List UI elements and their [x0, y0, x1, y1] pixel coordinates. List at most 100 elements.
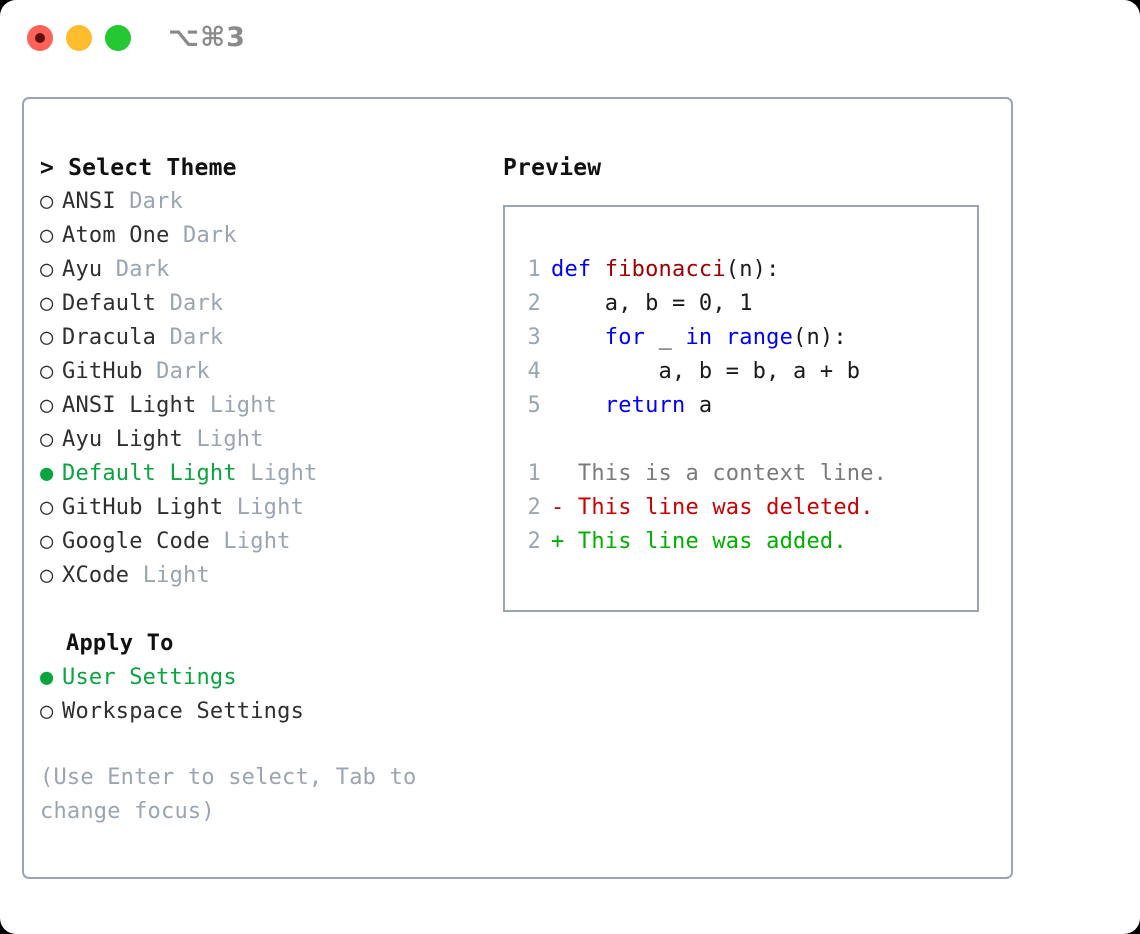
code-token: (n): [793, 325, 847, 350]
theme-name-label: Ayu [62, 257, 103, 282]
code-line: 1 def fibonacci(n): [519, 253, 860, 287]
code-token [551, 325, 605, 350]
theme-variant-tag: Light [250, 461, 318, 486]
code-token: return [604, 393, 686, 418]
code-line-number: 5 [527, 393, 541, 418]
theme-name-label: Dracula [62, 325, 157, 350]
traffic-lights [27, 25, 131, 51]
theme-list-item[interactable]: ○ Ayu Light Light [40, 423, 500, 457]
theme-list[interactable]: ○ANSI Dark○Atom One Dark○Ayu Dark○Defaul… [40, 185, 500, 593]
theme-variant-tag: Light [209, 393, 278, 418]
code-token: for [604, 325, 646, 350]
radio-unselected-icon: ○ [40, 189, 54, 214]
apply-to-option[interactable]: ● User Settings [40, 661, 500, 695]
code-token: in [685, 325, 713, 350]
diff-sample: 1 This is a context line.2- This line wa… [519, 457, 887, 559]
theme-list-item[interactable]: ○GitHub Light Light [40, 491, 500, 525]
label-separator [143, 355, 156, 389]
code-line-number: 3 [527, 325, 541, 350]
theme-name-label: GitHub Light [62, 495, 224, 520]
theme-variant-tag: Light [196, 427, 264, 452]
code-token: (n): [725, 257, 780, 282]
radio-unselected-icon: ○ [40, 427, 54, 452]
code-token: def [551, 257, 605, 282]
code-token [712, 325, 725, 350]
radio-unselected-icon: ○ [40, 699, 54, 724]
label-separator [129, 559, 142, 593]
theme-variant-tag: Light [236, 495, 305, 520]
theme-variant-tag: Light [223, 529, 291, 554]
radio-selected-icon: ● [40, 461, 54, 486]
theme-name-label: GitHub [62, 359, 143, 384]
theme-list-item[interactable]: ○ GitHub Dark [40, 355, 500, 389]
code-token: a, b = 0, 1 [551, 291, 753, 316]
theme-name-label: ANSI [62, 189, 116, 214]
diff-marker: - [551, 495, 578, 520]
diff-text: This line was added. [577, 529, 847, 554]
label-separator [237, 457, 250, 491]
apply-to-option-label: Workspace Settings [62, 699, 305, 724]
code-token: _ [645, 325, 686, 350]
radio-unselected-icon: ○ [40, 359, 54, 384]
theme-name-label: XCode [62, 563, 130, 588]
diff-line-number: 1 [527, 461, 541, 486]
code-line: 2 a, b = 0, 1 [519, 287, 860, 321]
code-line: 3 for _ in range(n): [519, 321, 860, 355]
radio-unselected-icon: ○ [40, 257, 54, 282]
code-line: 5 return a [519, 389, 860, 423]
minimize-button-icon[interactable] [66, 25, 92, 51]
theme-name-label: ANSI Light [62, 393, 197, 418]
code-token: fibonacci [604, 257, 726, 282]
label-separator [156, 287, 169, 321]
radio-selected-icon: ● [40, 665, 54, 690]
theme-list-item[interactable]: ○Atom One Dark [40, 219, 500, 253]
radio-unselected-icon: ○ [40, 393, 54, 418]
theme-variant-tag: Dark [115, 257, 170, 282]
theme-name-label: Ayu Light [62, 427, 184, 452]
main-panel: > Select Theme ○ANSI Dark○Atom One Dark○… [22, 97, 1013, 879]
apply-to-heading: Apply To [66, 631, 174, 656]
theme-variant-tag: Dark [156, 359, 210, 384]
apply-to-list[interactable]: ● User Settings ○ Workspace Settings [40, 661, 500, 729]
theme-list-item[interactable]: ○ Ayu Dark [40, 253, 500, 287]
diff-text: This is a context line. [577, 461, 888, 486]
apply-to-option-label: User Settings [62, 665, 237, 690]
theme-list-item[interactable]: ○ ANSI Light Light [40, 389, 500, 423]
code-token: a [685, 393, 713, 418]
theme-list-item[interactable]: ○ANSI Dark [40, 185, 500, 219]
code-line-number: 1 [527, 257, 541, 282]
theme-variant-tag: Light [142, 563, 210, 588]
theme-name-label: Default [62, 291, 157, 316]
label-separator [170, 219, 183, 253]
theme-name-label: Default Light [62, 461, 237, 486]
code-line-number: 4 [527, 359, 541, 384]
code-line-number: 2 [527, 291, 541, 316]
close-button-icon[interactable] [27, 25, 53, 51]
page-title: > Select Theme [40, 155, 237, 181]
theme-list-item[interactable]: ○ Default Dark [40, 287, 500, 321]
title-bar: ⌥⌘3 [0, 0, 1140, 76]
label-separator [102, 253, 115, 287]
label-separator [156, 321, 169, 355]
diff-marker [551, 461, 578, 486]
label-separator [183, 423, 196, 457]
theme-list-item[interactable]: ● Default Light Light [40, 457, 500, 491]
diff-text: This line was deleted. [577, 495, 874, 520]
label-separator [196, 389, 209, 423]
radio-unselected-icon: ○ [40, 291, 54, 316]
theme-list-item[interactable]: ○Dracula Dark [40, 321, 500, 355]
diff-line: 2+ This line was added. [519, 525, 887, 559]
label-separator [223, 491, 236, 525]
apply-to-option[interactable]: ○ Workspace Settings [40, 695, 500, 729]
label-separator [116, 185, 129, 219]
theme-list-item[interactable]: ○XCode Light [40, 559, 500, 593]
theme-list-item[interactable]: ○Google Code Light [40, 525, 500, 559]
code-line: 4 a, b = b, a + b [519, 355, 861, 389]
theme-variant-tag: Dark [169, 291, 224, 316]
maximize-button-icon[interactable] [105, 25, 131, 51]
radio-unselected-icon: ○ [40, 223, 54, 248]
diff-marker: + [551, 529, 578, 554]
